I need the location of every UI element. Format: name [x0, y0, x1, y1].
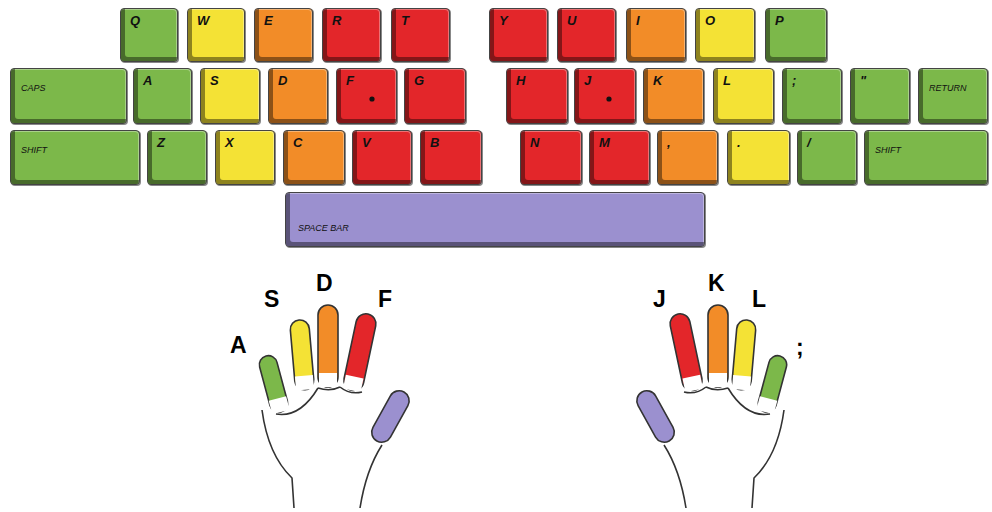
keyboard-key: G [404, 68, 466, 124]
key-label: I [636, 13, 640, 28]
key-label: O [705, 13, 715, 28]
keyboard-key: R [322, 8, 381, 62]
middle-finger [318, 305, 338, 387]
keyboard-key: C [283, 130, 345, 185]
key-label: SHIFT [21, 145, 47, 156]
key-label: G [414, 73, 424, 88]
key-label: N [530, 135, 539, 150]
key-label: D [278, 73, 287, 88]
key-label: T [401, 13, 409, 28]
key-label: U [567, 13, 576, 28]
key-label: K [653, 73, 662, 88]
key-label: Y [499, 13, 508, 28]
key-label: SHIFT [875, 145, 901, 156]
keyboard-key: X [215, 130, 275, 185]
key-label: , [667, 135, 671, 150]
keyboard-key: , [657, 130, 718, 185]
keyboard-key: T [391, 8, 450, 62]
keyboard-key: A [133, 68, 192, 124]
keyboard-key: W [187, 8, 245, 62]
keyboard-key: B [420, 130, 482, 185]
hand-outline [276, 387, 362, 414]
finger-label: S [264, 286, 279, 312]
keyboard-key: E [254, 8, 313, 62]
key-label: P [775, 13, 784, 28]
keyboard-key: SHIFT [864, 130, 988, 185]
key-label: R [332, 13, 341, 28]
keyboard-key: V [352, 130, 412, 185]
keyboard-key: N [520, 130, 582, 185]
key-label: W [197, 13, 209, 28]
key-label: Q [130, 13, 140, 28]
keyboard-key: / [797, 130, 857, 185]
keyboard-key: . [727, 130, 790, 185]
keyboard-key: CAPS [10, 68, 127, 124]
hand-outline [262, 410, 294, 508]
keyboard-key: O [695, 8, 755, 62]
keyboard-key: U [557, 8, 616, 62]
key-label: M [599, 135, 610, 150]
ring-finger [290, 319, 315, 390]
palm [274, 392, 380, 440]
key-label: V [362, 135, 371, 150]
key-label: C [293, 135, 302, 150]
keyboard-key: Z [147, 130, 207, 185]
thumb [368, 387, 413, 446]
hand-outline [360, 445, 382, 508]
finger-label: F [378, 286, 392, 312]
keyboard-key: M [589, 130, 650, 185]
keyboard-key: " [850, 68, 910, 124]
key-label: L [723, 73, 731, 88]
key-label: B [430, 135, 439, 150]
keyboard-key: RETURN [918, 68, 988, 124]
key-label: " [860, 73, 866, 88]
keyboard-key: L [713, 68, 774, 124]
keyboard-key: H [506, 68, 568, 124]
keyboard-key: D [268, 68, 328, 124]
finger-label: J [653, 286, 666, 312]
keyboard-key: P [765, 8, 827, 62]
index-finger [342, 312, 378, 392]
keyboard-key: S [200, 68, 260, 124]
keyboard-key: I [626, 8, 686, 62]
home-bump [369, 96, 374, 101]
finger-label: D [316, 270, 333, 296]
key-label: E [264, 13, 273, 28]
keyboard-key: Y [489, 8, 548, 62]
keyboard-key: F [336, 68, 397, 124]
key-label: H [516, 73, 525, 88]
key-label: / [807, 135, 811, 150]
key-label: RETURN [929, 83, 967, 94]
keyboard-key: K [643, 68, 704, 124]
left-hand [257, 305, 412, 508]
key-label: J [584, 73, 591, 88]
key-label: Z [157, 135, 165, 150]
key-label: SPACE BAR [298, 223, 349, 234]
key-label: CAPS [21, 83, 46, 94]
key-label: A [143, 73, 152, 88]
right-hand [633, 305, 788, 508]
finger-label: ; [796, 334, 804, 360]
key-label: . [737, 135, 741, 150]
finger-label: L [752, 286, 766, 312]
keyboard-key: SHIFT [10, 130, 140, 185]
pinky-finger [257, 354, 289, 415]
finger-label: K [708, 270, 725, 296]
key-label: ; [792, 73, 796, 88]
keyboard-key: Q [120, 8, 178, 62]
key-label: X [225, 135, 234, 150]
home-bump [606, 96, 611, 101]
space-bar: SPACE BAR [285, 192, 705, 247]
keyboard-key: ; [782, 68, 842, 124]
key-label: S [210, 73, 219, 88]
finger-label: A [230, 332, 247, 358]
key-label: F [346, 73, 354, 88]
keyboard-key: J [574, 68, 636, 124]
